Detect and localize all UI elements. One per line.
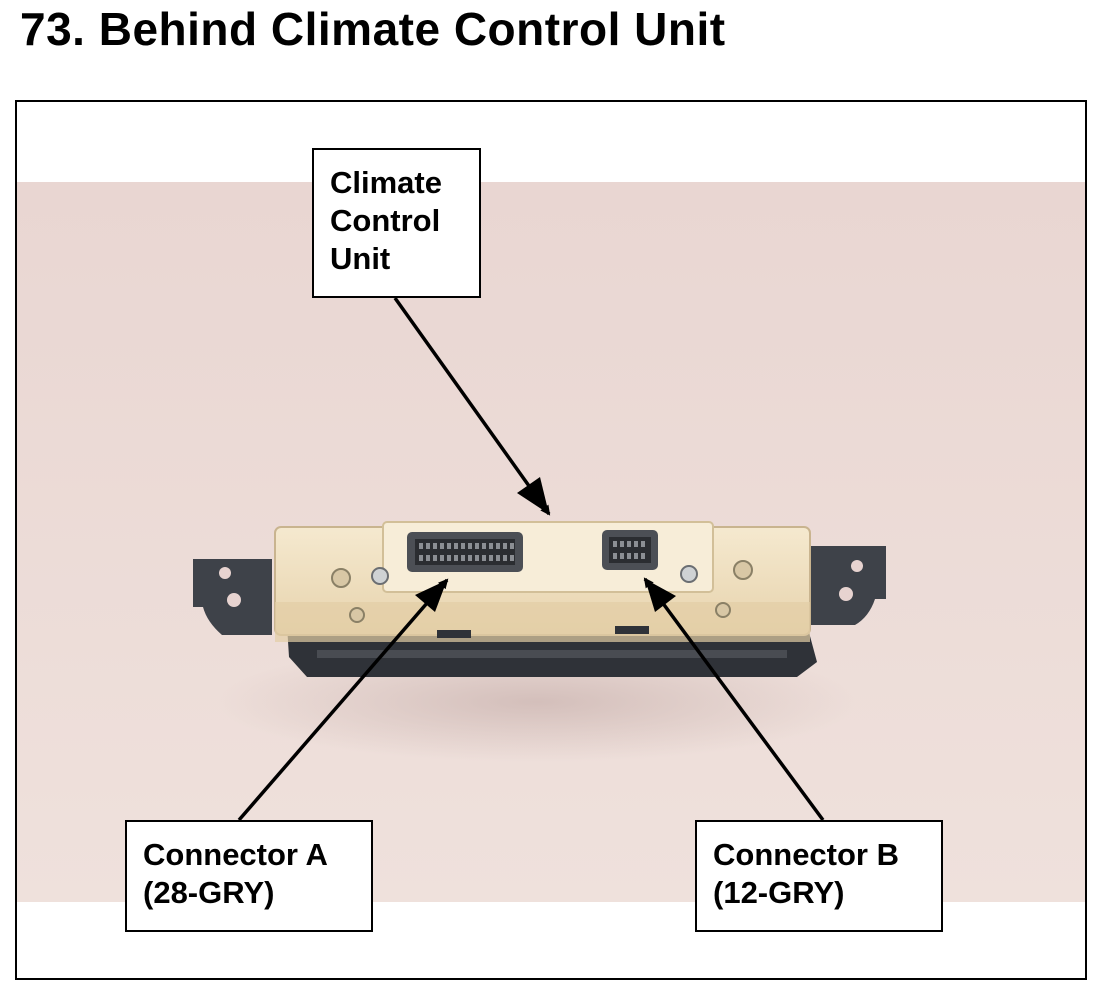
climate-control-unit-callout: Climate Control Unit — [312, 148, 481, 298]
callout-line: Control — [330, 203, 441, 238]
callout-line: Climate — [330, 165, 442, 200]
unit-arrow-head — [517, 477, 549, 514]
connector-b-pointer-arrow — [643, 577, 825, 822]
figure-frame: Climate Control Unit Connector A (28-GRY… — [15, 100, 1087, 980]
callout-line: Connector A — [143, 837, 328, 872]
connector-a-callout: Connector A (28-GRY) — [125, 820, 373, 932]
connector-b-socket — [602, 530, 658, 570]
right-bracket — [807, 546, 886, 625]
climate-control-unit-photo — [17, 182, 1085, 902]
callout-line: Unit — [330, 241, 391, 276]
connector-a-socket — [407, 532, 523, 572]
callout-line: (12-GRY) — [713, 875, 845, 910]
left-bracket — [193, 559, 272, 635]
unit-pointer-arrow — [393, 296, 551, 516]
callout-line: Connector B — [713, 837, 899, 872]
connector-b-callout: Connector B (12-GRY) — [695, 820, 943, 932]
page-title: 73. Behind Climate Control Unit — [20, 3, 726, 55]
callout-line: (28-GRY) — [143, 875, 275, 910]
connector-a-arrow-head — [415, 580, 447, 612]
connector-a-pointer-arrow — [237, 578, 449, 822]
connector-b-arrow-head — [645, 579, 676, 612]
